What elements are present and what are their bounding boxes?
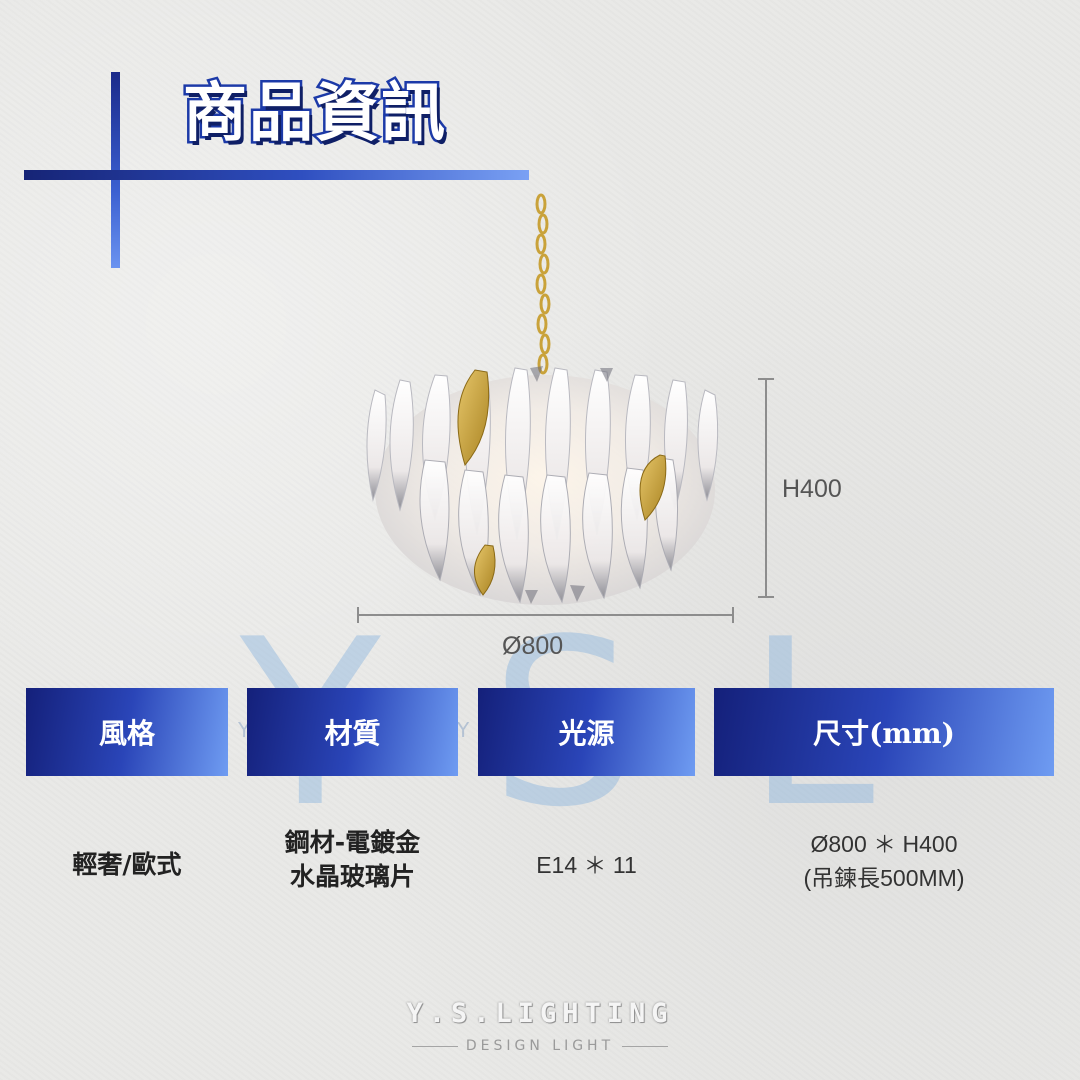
watermark-small-right: Y	[457, 718, 470, 742]
header-material: 材質	[247, 688, 458, 776]
header-size: 尺寸(mm)	[714, 688, 1054, 776]
height-label: H400	[782, 475, 842, 503]
header-light-source: 光源	[478, 688, 695, 776]
chandelier-image	[366, 193, 719, 605]
material-value: 鋼材-電鍍金 水晶玻璃片	[247, 826, 458, 894]
tagline-right-divider	[622, 1045, 669, 1047]
size-line-2: (吊鍊長500MM)	[803, 865, 965, 891]
material-line-1: 鋼材-電鍍金	[284, 828, 421, 857]
tagline-text: DESIGN LIGHT	[465, 1038, 615, 1054]
chain-icon	[535, 193, 551, 375]
diameter-label: Ø800	[502, 632, 564, 660]
size-line-1: Ø800 ＊ H400	[810, 831, 958, 857]
style-value: 輕奢/歐式	[26, 845, 228, 881]
gold-leaf-icon	[457, 369, 667, 596]
light-source-value: E14 ＊ 11	[478, 846, 695, 880]
footer-brand-logo: Y.S.LIGHTING	[406, 998, 674, 1029]
style-value-text: 輕奢/歐式	[72, 850, 182, 879]
page-title: 商品資訊	[181, 75, 448, 154]
diameter-dimension-line	[357, 607, 734, 623]
header-style: 風格	[26, 688, 228, 776]
tagline-left-divider	[411, 1045, 458, 1047]
light-source-text: E14 ＊ 11	[536, 852, 637, 878]
height-dimension-line	[758, 378, 774, 598]
size-value: Ø800 ＊ H400 (吊鍊長500MM)	[714, 827, 1054, 895]
footer-tagline: DESIGN LIGHT	[0, 1038, 1080, 1054]
material-line-2: 水晶玻璃片	[289, 862, 415, 891]
decorative-horizontal-line	[24, 170, 529, 180]
